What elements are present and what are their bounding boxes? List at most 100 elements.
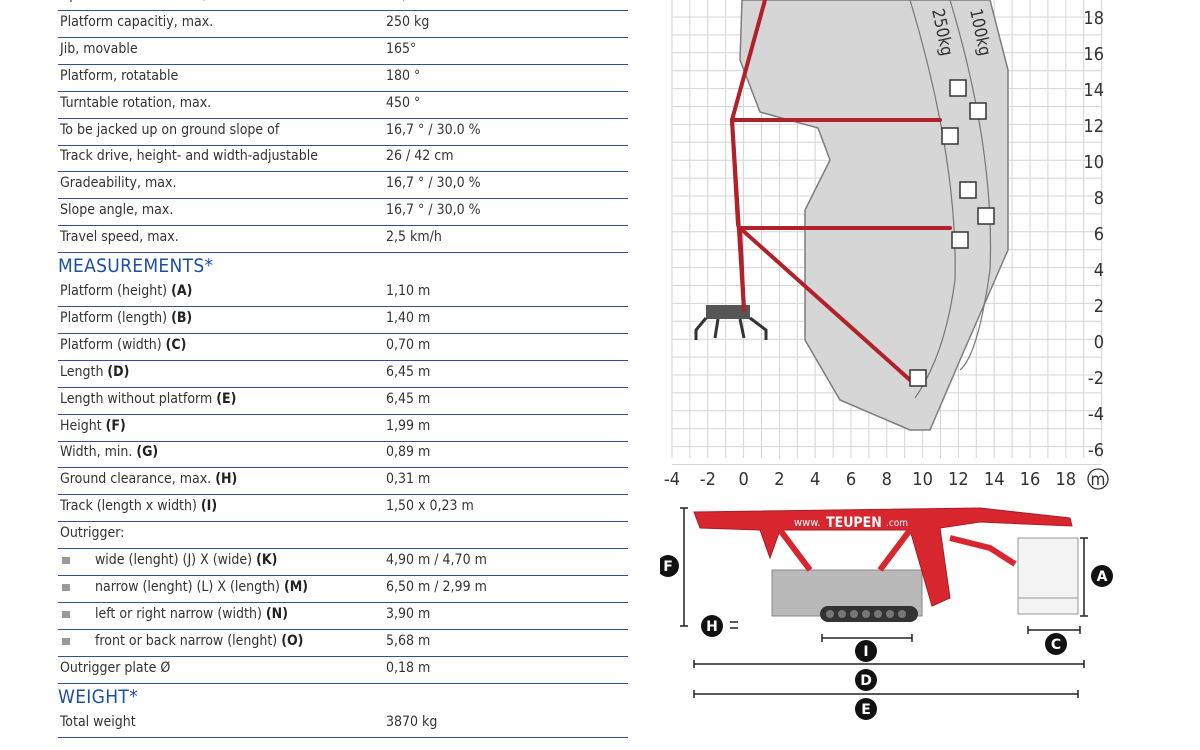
x-tick-label: -2 — [700, 469, 716, 490]
spec-label: Track drive, height- and width-adjustabl… — [60, 148, 318, 165]
y-tick-label: 0 — [1094, 332, 1104, 353]
spec-value: 4,90 m / 4,70 m — [386, 552, 487, 568]
spec-value: 5,68 m — [386, 632, 431, 649]
spec-value: 180 ° — [386, 67, 421, 84]
spec-code: (F) — [105, 417, 126, 434]
spec-value: 3,90 m — [386, 605, 431, 622]
spec-value: 0,31 m — [386, 471, 431, 488]
spec-value: 1,99 m — [386, 417, 431, 434]
measurements-heading: MEASUREMENTS* — [58, 255, 214, 277]
spec-row: Slope angle, max.16,7 ° / 30,0 % — [58, 199, 628, 227]
spec-row: Ground clearance, max. (H) 0,31 m — [58, 468, 628, 496]
dimension-letter-markers: A C D E F H I — [660, 555, 1113, 720]
spec-code: (A) — [171, 283, 193, 299]
spec-label: left or right narrow (width) (N) — [95, 605, 288, 622]
spec-row: Height (F) 1,99 m — [58, 415, 628, 442]
spec-value: 250 kg — [386, 13, 430, 30]
x-tick-label: 18 — [1055, 469, 1076, 490]
y-tick-label: 2 — [1094, 296, 1104, 317]
spec-value: 6,45 m — [386, 390, 431, 407]
spec-row: Outrigger: — [58, 522, 628, 550]
dimension-letter-c: C — [1045, 633, 1067, 655]
svg-text:.com: .com — [886, 518, 908, 529]
load-curve-250kg — [909, 0, 956, 399]
x-tick-label: 8 — [882, 469, 892, 490]
svg-text:C: C — [1051, 637, 1061, 653]
spec-row: Width, min. (G)0,89 m — [58, 441, 628, 469]
svg-text:F: F — [663, 559, 673, 575]
bullet-icon — [62, 557, 70, 564]
dimension-letter-f: F — [660, 555, 679, 577]
spec-value: 26 / 42 cm — [386, 148, 454, 165]
boom-positions-icon — [729, 0, 952, 382]
y-tick-label: 14 — [1083, 80, 1104, 101]
spec-row: narrow (lenght) (L) X (length) (M)6,50 m… — [58, 576, 628, 603]
spec-value: 1,10 m — [386, 283, 431, 299]
spec-label: Height (F) — [60, 417, 126, 434]
spec-row: Travel speed, max. 2,5 km/h — [58, 226, 628, 254]
y-tick-label: 16 — [1083, 44, 1104, 65]
spec-label: Gradeability, max. — [60, 175, 177, 192]
spec-label: Total weight — [60, 713, 136, 730]
spec-row: Track (length x width) (I)1,50 x 0,23 m — [58, 495, 628, 523]
x-tick-label: -4 — [664, 469, 680, 490]
spec-label: Platform, rotatable — [60, 67, 179, 84]
spec-row: Platform (length) (B)1,40 m — [58, 307, 628, 334]
dimension-letter-i: I — [855, 640, 877, 662]
spec-value: 2,5 km/h — [386, 229, 442, 246]
spec-row: Platform (height) (A)1,10 m — [58, 280, 628, 307]
dimension-letter-e: E — [855, 698, 877, 720]
unit-circle-icon — [1087, 468, 1109, 490]
side-view-diagram: www. TEUPEN .com A C D E F H I — [660, 507, 1113, 720]
spec-row: Turntable rotation, max.450 ° — [58, 92, 628, 119]
weight-heading: WEIGHT* — [58, 685, 138, 708]
spec-label: Track (length x width) (I) — [60, 498, 218, 515]
spec-value: 1,40 m — [386, 309, 431, 326]
x-tick-label: 2 — [774, 469, 784, 490]
spec-value: 450 ° — [386, 94, 421, 111]
spec-code: (B) — [171, 309, 193, 326]
spec-code: (K) — [256, 552, 278, 568]
reach-envelope — [739, 0, 1009, 431]
dimension-letter-a: A — [1091, 565, 1113, 587]
spec-value: 16,7 ° / 30,0 % — [386, 202, 481, 219]
spec-value: 0,89 m — [386, 444, 431, 461]
machine-side-icon: www. TEUPEN .com — [693, 507, 1079, 622]
spec-value: 3870 kg — [386, 713, 438, 730]
dimension-lines — [680, 507, 1088, 698]
y-tick-label: 10 — [1083, 152, 1104, 173]
svg-text:TEUPEN: TEUPEN — [826, 515, 882, 531]
y-tick-label: 4 — [1094, 260, 1104, 281]
y-tick-label: -6 — [1088, 440, 1104, 461]
bullet-icon — [62, 583, 70, 591]
spec-label: Length (D) — [60, 363, 130, 380]
spec-row: wide (lenght) (J) X (wide) (K)4,90 m / 4… — [58, 549, 628, 576]
spec-value: 16,7 ° / 30,0 % — [386, 175, 481, 192]
y-tick-label: 18 — [1083, 8, 1104, 29]
x-tick-label: 14 — [984, 469, 1005, 490]
x-tick-label: 0 — [738, 469, 748, 490]
svg-text:www.: www. — [794, 516, 820, 529]
spec-row: front or back narrow (lenght) (O)5,68 m — [58, 630, 628, 657]
spec-row: Gradeability, max. 16,7 ° / 30,0 % — [58, 172, 628, 200]
spec-code: (I) — [200, 498, 218, 515]
spec-label: Length without platform (E) — [60, 390, 237, 407]
dimension-letter-h: H — [701, 615, 723, 637]
spec-code: (M) — [283, 578, 309, 595]
machine-base-icon — [694, 305, 768, 340]
spec-value: 6,45 m — [386, 363, 431, 380]
unit-label: m — [1091, 470, 1106, 490]
platform-icons — [909, 79, 995, 387]
svg-text:I: I — [863, 644, 868, 660]
spec-label: Travel speed, max. — [60, 229, 179, 246]
spec-label: Up and over clearance, max. — [60, 0, 242, 8]
spec-value: 0,18 m — [386, 659, 431, 676]
dimension-letter-d: D — [855, 669, 877, 691]
spec-code: (H) — [215, 471, 238, 488]
spec-label: Outrigger: — [60, 525, 125, 542]
spec-row: Total weight 3870 kg — [58, 711, 628, 738]
spec-label: Jib, movable — [60, 40, 138, 57]
spec-label: Ground clearance, max. (H) — [60, 471, 238, 488]
